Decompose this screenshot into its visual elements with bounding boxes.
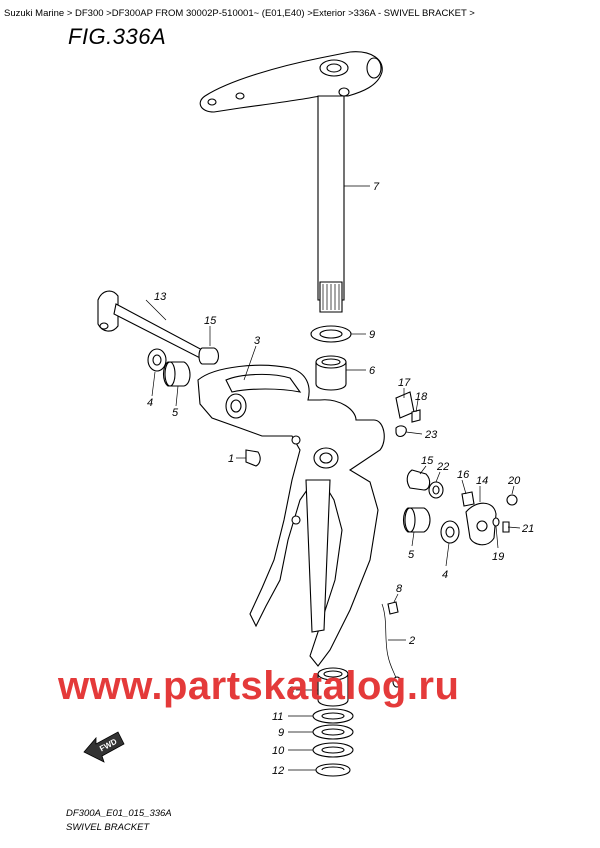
callout-19: 19	[492, 551, 504, 563]
steering-shaft	[317, 95, 345, 313]
fwd-arrow-icon: FWD	[83, 731, 125, 763]
swivel-bracket	[197, 364, 385, 667]
washer-4-left-hole	[152, 354, 162, 366]
callout-7: 7	[373, 181, 380, 193]
plate-17	[395, 391, 415, 419]
screw-16	[461, 491, 475, 507]
footer-code: DF300A_E01_015_336A	[66, 808, 172, 819]
callout-22: 22	[436, 461, 449, 473]
callout-6-top: 6	[369, 365, 376, 377]
callout-3: 3	[254, 335, 261, 347]
bushing-5-left	[162, 361, 191, 387]
seal-22-hole	[432, 485, 440, 495]
callout-18: 18	[415, 391, 428, 403]
bushing-5-right	[402, 507, 431, 533]
callout-10: 10	[272, 745, 285, 757]
callout-20: 20	[507, 475, 521, 487]
washer-10-hole	[321, 746, 345, 754]
figure-title: FIG.336A	[68, 24, 167, 49]
watermark: www.partskatalog.ru	[58, 664, 460, 708]
callout-4-right: 4	[442, 569, 448, 581]
washer-9-bottom-hole	[321, 728, 345, 736]
bushing-6-top	[315, 355, 347, 391]
screw-8	[387, 601, 399, 615]
breadcrumb[interactable]: Suzuki Marine > DF300 >DF300AP FROM 3000…	[4, 8, 475, 19]
callout-17: 17	[398, 377, 411, 389]
ground-wire-terminal	[392, 676, 402, 688]
steering-arm	[199, 51, 383, 113]
washer-9-top-hole	[319, 329, 343, 339]
ground-wire-2	[381, 603, 397, 679]
bushing-15-left	[198, 347, 220, 365]
clip-23	[395, 425, 407, 438]
callout-4-left: 4	[147, 397, 153, 409]
callout-23: 23	[424, 429, 438, 441]
leader-lines	[145, 185, 521, 771]
circlip-12	[315, 763, 351, 777]
callout-12: 12	[272, 765, 284, 777]
callout-13: 13	[154, 291, 167, 303]
bracket-14-hole	[476, 520, 488, 532]
callout-9-bottom: 9	[278, 727, 284, 739]
callout-9-top: 9	[369, 329, 375, 341]
nut-20	[506, 494, 518, 506]
footer-caption: SWIVEL BRACKET	[66, 822, 150, 833]
callout-6-bottom: 6	[288, 685, 295, 697]
washer-11-hole	[321, 712, 345, 720]
tilt-pin-13	[97, 290, 207, 361]
callout-5-right: 5	[408, 549, 415, 561]
callout-15-right: 15	[421, 455, 434, 467]
washer-19	[492, 517, 500, 527]
callout-2: 2	[408, 635, 415, 647]
bolt-1	[245, 449, 261, 467]
pin-21	[502, 521, 510, 533]
callout-11: 11	[272, 711, 283, 723]
callout-5-left: 5	[172, 407, 179, 419]
screw-18	[411, 409, 421, 423]
bushing-15-right	[406, 469, 431, 491]
callout-1: 1	[228, 453, 234, 465]
callout-8: 8	[396, 583, 403, 595]
bushing-6-bottom	[317, 667, 349, 707]
callout-14: 14	[476, 475, 488, 487]
callout-15-left: 15	[204, 315, 217, 327]
washer-4-right-hole	[445, 526, 455, 538]
callout-21: 21	[521, 523, 534, 535]
callout-16: 16	[457, 469, 470, 481]
